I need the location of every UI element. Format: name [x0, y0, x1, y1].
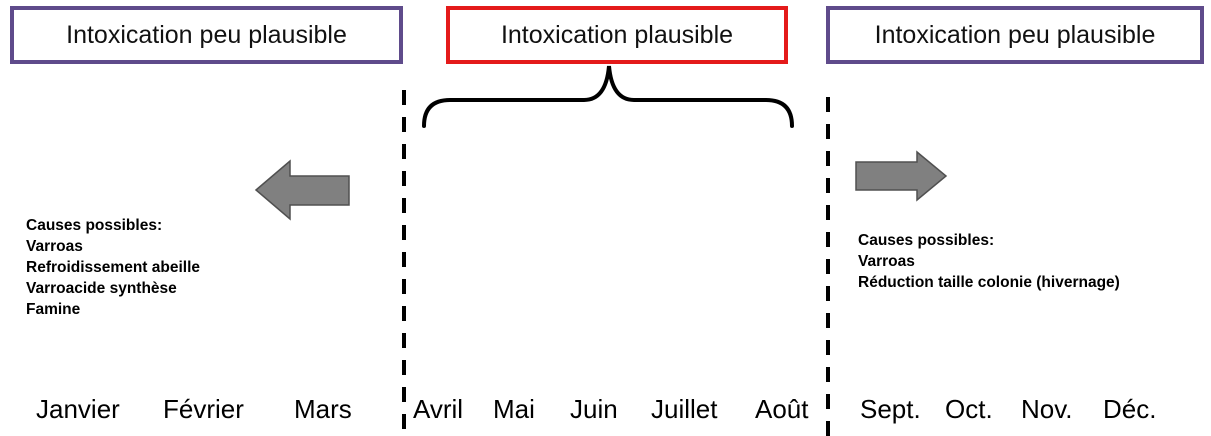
header-left-label: Intoxication peu plausible — [66, 20, 347, 49]
causes-left-item: Refroidissement abeille — [26, 259, 201, 276]
month-juillet: Juillet — [651, 394, 718, 424]
month-sept: Sept. — [860, 394, 921, 424]
month-janvier: Janvier — [36, 394, 120, 424]
header-box-right: Intoxication peu plausible — [826, 6, 1204, 64]
causes-left-item: Varroacide synthèse — [26, 280, 177, 297]
causes-left-item: Varroas — [26, 238, 83, 255]
causes-right-title: Causes possibles: — [858, 232, 995, 249]
curly-brace — [422, 65, 794, 128]
month-avril: Avril — [413, 394, 464, 424]
arrow-right-icon — [855, 150, 948, 202]
month-mars: Mars — [294, 394, 352, 424]
causes-left: Causes possibles: Varroas Refroidissemen… — [26, 215, 200, 320]
month-aout: Août — [755, 394, 809, 424]
causes-right-item: Varroas — [858, 253, 915, 270]
month-mai: Mai — [493, 394, 535, 424]
causes-right-item: Réduction taille colonie (hivernage) — [858, 274, 1120, 291]
month-nov: Nov. — [1021, 394, 1073, 424]
header-box-left: Intoxication peu plausible — [10, 6, 403, 64]
causes-right: Causes possibles: Varroas Réduction tail… — [858, 230, 1120, 293]
header-center-label: Intoxication plausible — [500, 20, 734, 49]
causes-left-item: Famine — [26, 301, 81, 318]
header-box-center: Intoxication plausible — [446, 6, 788, 64]
month-fevrier: Février — [163, 394, 244, 424]
arrow-left-icon — [254, 159, 350, 221]
causes-left-title: Causes possibles: — [26, 217, 163, 234]
header-right-label: Intoxication peu plausible — [874, 20, 1156, 49]
month-dec: Déc. — [1103, 394, 1157, 424]
month-juin: Juin — [570, 394, 618, 424]
month-oct: Oct. — [945, 394, 993, 424]
